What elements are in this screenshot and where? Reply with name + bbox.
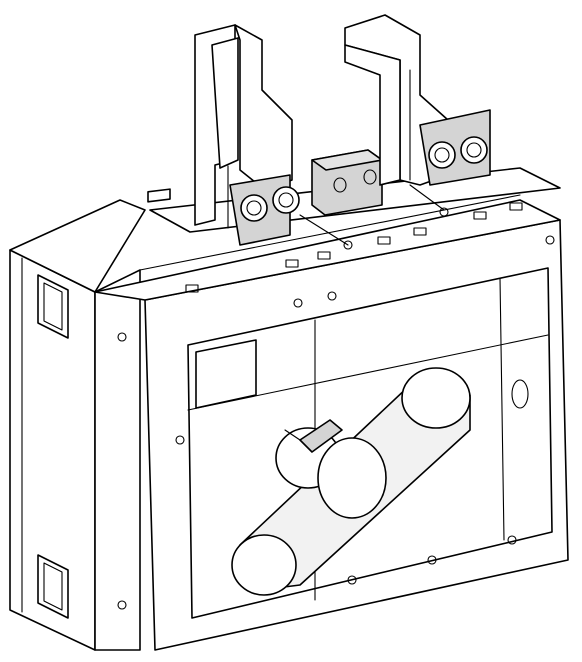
screw-icon xyxy=(460,136,488,164)
busbar-terminal-left xyxy=(194,24,293,246)
screw-icon xyxy=(272,186,300,214)
left-side-panel xyxy=(9,199,146,651)
busbar-screws xyxy=(240,136,488,250)
screw-icon xyxy=(428,141,456,169)
rotary-handle-icon xyxy=(231,367,471,596)
screw-icon xyxy=(240,194,268,222)
center-terminal-block xyxy=(311,149,383,216)
